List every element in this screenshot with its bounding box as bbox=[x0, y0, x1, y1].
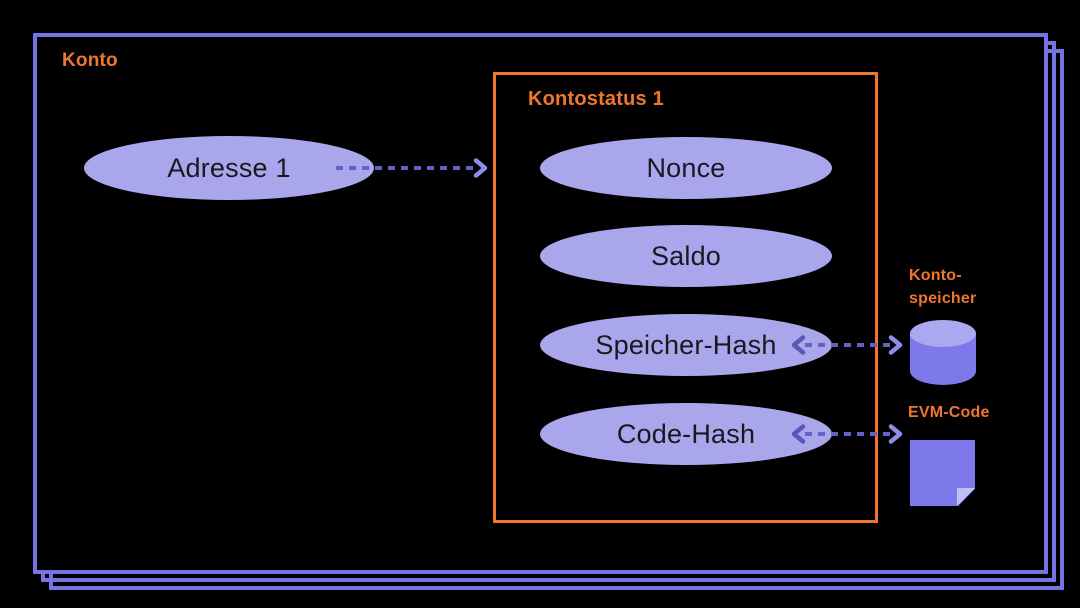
konto-speicher-label: Konto- speicher bbox=[909, 267, 977, 308]
speicher-hash-label: Speicher-Hash bbox=[595, 329, 777, 360]
evm-code-label: EVM-Code bbox=[908, 404, 990, 421]
arrow-code-bidirectional-icon bbox=[791, 424, 903, 444]
code-hash-ellipse: Code-Hash bbox=[540, 403, 832, 465]
database-icon-top bbox=[910, 320, 976, 347]
code-hash-label: Code-Hash bbox=[616, 418, 756, 449]
saldo-label: Saldo bbox=[650, 240, 722, 271]
saldo-ellipse: Saldo bbox=[540, 225, 832, 287]
document-icon bbox=[910, 440, 975, 506]
kontostatus-title: Kontostatus 1 bbox=[528, 88, 664, 110]
document-icon-fold bbox=[957, 488, 975, 506]
arrow-storage-bidirectional-icon bbox=[791, 335, 903, 355]
database-icon bbox=[910, 320, 976, 385]
address-ellipse: Adresse 1 bbox=[84, 136, 374, 200]
speicher-hash-ellipse: Speicher-Hash bbox=[540, 314, 832, 376]
konto-frame bbox=[33, 33, 1048, 574]
arrow-address-to-status-icon bbox=[336, 158, 488, 178]
address-label: Adresse 1 bbox=[167, 152, 291, 183]
nonce-label: Nonce bbox=[646, 152, 726, 183]
kontostatus-box bbox=[493, 72, 878, 523]
nonce-ellipse: Nonce bbox=[540, 137, 832, 199]
konto-label: Konto bbox=[62, 50, 118, 71]
